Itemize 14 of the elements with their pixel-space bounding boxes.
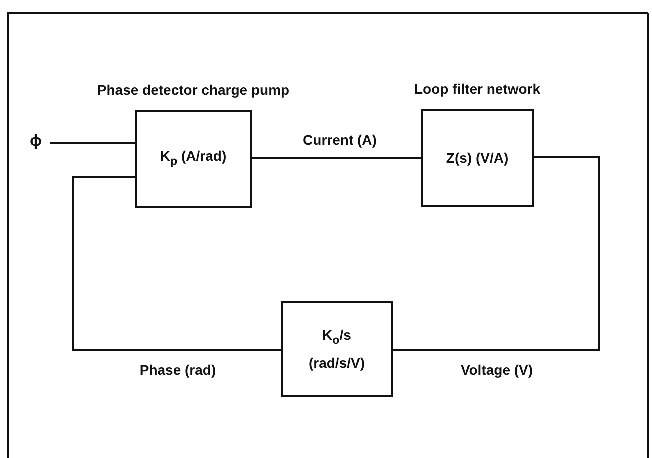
phase-symbol: ϕ <box>30 132 46 154</box>
block-box <box>281 301 393 397</box>
edge-label: Current (A) <box>301 132 379 148</box>
transfer-function: K$_{o}$/s (rad/s/V) <box>308 326 366 373</box>
signal-line <box>393 156 600 351</box>
transfer-function: K$_{p}$ (A/rad) <box>159 147 228 170</box>
signal-line <box>72 176 281 351</box>
block-title: Phase detector charge pump <box>97 81 290 100</box>
transfer-function: Z(s) (V/A) <box>445 149 510 168</box>
block-title: Loop filter network <box>414 80 542 99</box>
edge-label: Voltage (V) <box>458 362 536 378</box>
edge-label: Phase (rad) <box>138 362 218 378</box>
signal-line <box>50 142 135 144</box>
signal-line <box>252 157 421 159</box>
